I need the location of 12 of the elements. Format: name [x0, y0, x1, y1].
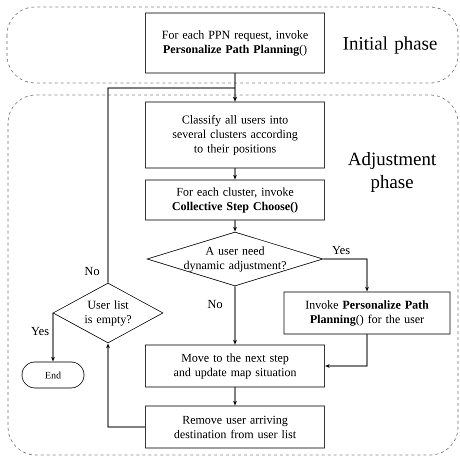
process-box: For each cluster, invoke Collective Step Choose()	[145, 180, 325, 220]
edge-label: Yes	[30, 326, 50, 336]
process-box: For each PPN request, invoke Personalize Path Planning()	[145, 12, 325, 74]
process-box: Classify all users into several clusters according to their positions	[145, 102, 325, 168]
process-box: Invoke Personalize Path Planning() for the user	[284, 292, 450, 334]
process-box: Remove user arriving destination from user list	[145, 406, 325, 448]
edge-label: No	[206, 298, 224, 310]
arrow	[108, 88, 238, 284]
process-box: Move to the next step and update map situation	[145, 344, 325, 388]
terminal-box: End	[22, 362, 84, 388]
edge-label: No	[83, 266, 101, 276]
edge-label: Yes	[330, 244, 352, 256]
